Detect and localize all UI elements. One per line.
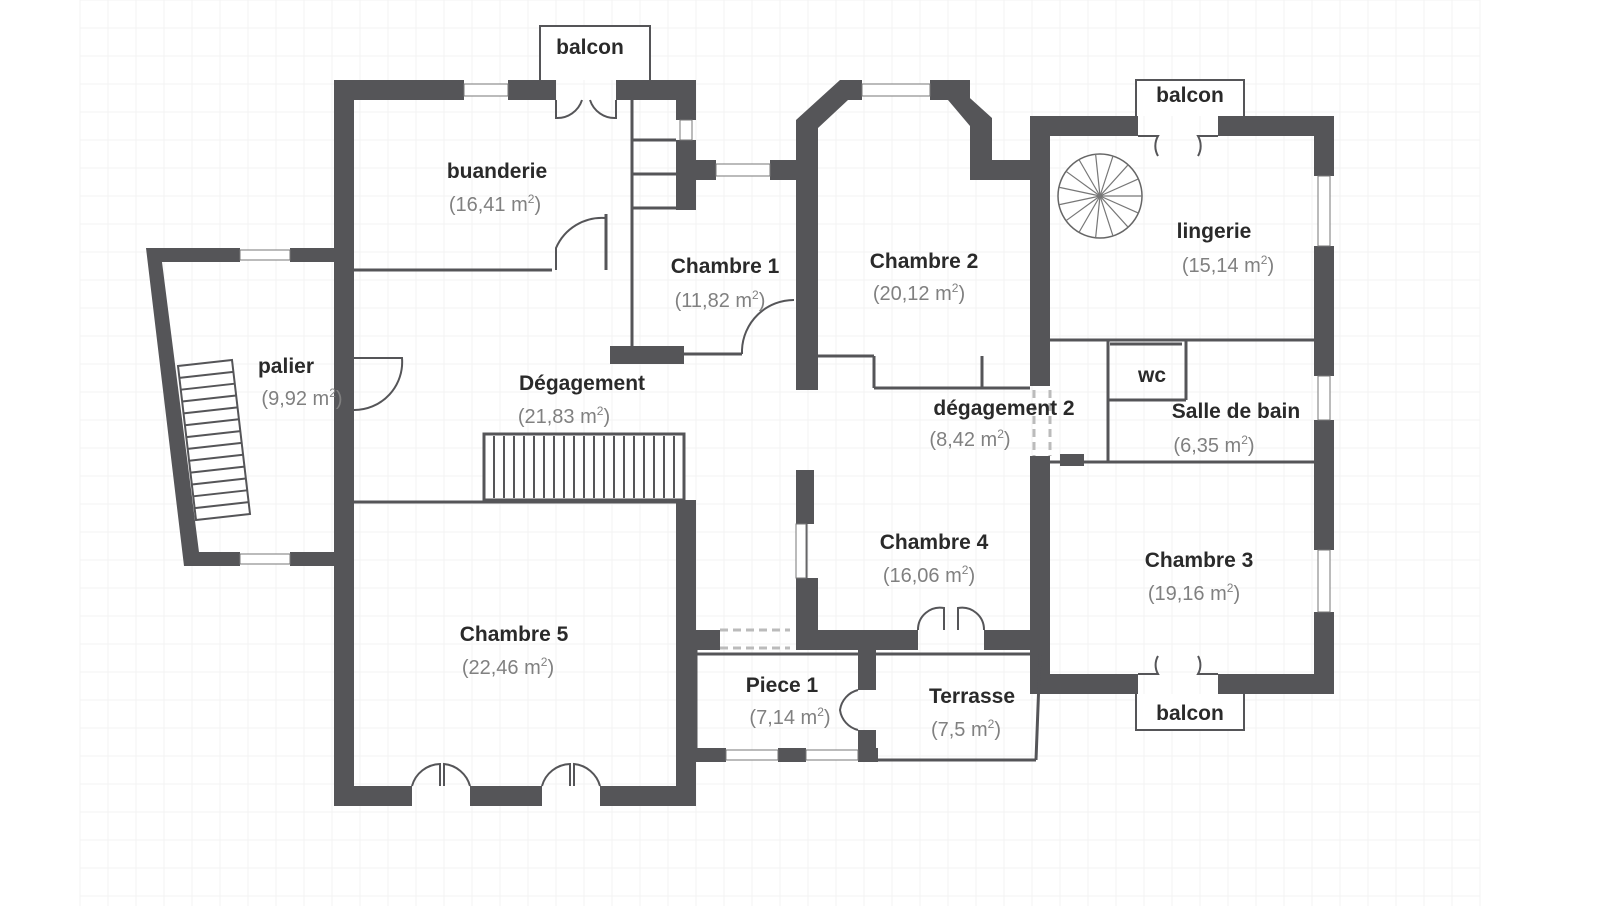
room-area: (7,14 m2) bbox=[749, 705, 830, 729]
room-name: Terrasse bbox=[929, 685, 1015, 708]
room-buanderie: buanderie (16,41 m2) bbox=[447, 160, 547, 216]
room-name: Salle de bain bbox=[1172, 400, 1300, 423]
balcon-bottom-right: balcon bbox=[1135, 694, 1245, 731]
room-lingerie: lingerie (15,14 m2) bbox=[1177, 220, 1275, 277]
room-name: palier bbox=[258, 355, 314, 378]
room-area: (22,46 m2) bbox=[462, 655, 554, 679]
room-chambre-4: Chambre 4 (16,06 m2) bbox=[880, 531, 989, 587]
room-name: Dégagement bbox=[519, 372, 645, 395]
room-area: (9,92 m2) bbox=[261, 386, 342, 410]
room-name: Chambre 1 bbox=[671, 255, 780, 278]
room-degagement-2: dégagement 2 (8,42 m2) bbox=[929, 397, 1074, 451]
room-area: (11,82 m2) bbox=[675, 288, 766, 312]
room-name: Chambre 5 bbox=[460, 623, 569, 646]
room-area: (20,12 m2) bbox=[873, 281, 965, 305]
room-area: (7,5 m2) bbox=[931, 717, 1001, 741]
room-labels: buanderie (16,41 m2) Chambre 1 (11,82 m2… bbox=[258, 160, 1300, 741]
room-name: Chambre 4 bbox=[880, 531, 989, 554]
room-wc: wc bbox=[1137, 364, 1166, 387]
room-chambre-3: Chambre 3 (19,16 m2) bbox=[1145, 549, 1254, 605]
room-salle-de-bain: Salle de bain (6,35 m2) bbox=[1172, 400, 1300, 457]
balcon-top-right: balcon bbox=[1135, 79, 1245, 116]
room-chambre-2: Chambre 2 (20,12 m2) bbox=[870, 250, 979, 305]
balcon-label: balcon bbox=[1156, 702, 1224, 725]
balcon-top-left: balcon bbox=[539, 25, 651, 80]
room-name: Piece 1 bbox=[746, 674, 819, 697]
room-area: (6,35 m2) bbox=[1173, 433, 1254, 457]
room-area: (21,83 m2) bbox=[518, 404, 610, 428]
open-passages bbox=[720, 390, 1052, 650]
room-terrasse: Terrasse (7,5 m2) bbox=[929, 685, 1015, 741]
staircase-degagement bbox=[482, 432, 686, 502]
room-chambre-1: Chambre 1 (11,82 m2) bbox=[671, 255, 780, 312]
room-piece-1: Piece 1 (7,14 m2) bbox=[746, 674, 831, 729]
room-name: Chambre 3 bbox=[1145, 549, 1254, 572]
room-name: Chambre 2 bbox=[870, 250, 979, 273]
staircase-palier bbox=[176, 358, 252, 522]
balcon-label: balcon bbox=[1156, 84, 1224, 107]
room-name: wc bbox=[1137, 364, 1166, 387]
room-area: (16,06 m2) bbox=[883, 563, 975, 587]
windows bbox=[239, 83, 1331, 761]
room-name: buanderie bbox=[447, 160, 547, 183]
room-area: (15,14 m2) bbox=[1182, 253, 1274, 277]
room-area: (16,41 m2) bbox=[449, 192, 541, 216]
spiral-staircase bbox=[1057, 153, 1143, 239]
balcon-label: balcon bbox=[556, 36, 624, 59]
doors bbox=[353, 99, 1218, 787]
interior-walls bbox=[354, 100, 1314, 762]
room-chambre-5: Chambre 5 (22,46 m2) bbox=[460, 623, 569, 679]
room-palier: palier (9,92 m2) bbox=[258, 355, 343, 410]
room-degagement: Dégagement (21,83 m2) bbox=[518, 372, 645, 428]
room-area: (8,42 m2) bbox=[929, 427, 1010, 451]
walls bbox=[146, 80, 1334, 806]
room-name: dégagement 2 bbox=[933, 397, 1074, 420]
room-area: (19,16 m2) bbox=[1148, 581, 1240, 605]
room-name: lingerie bbox=[1177, 220, 1252, 243]
